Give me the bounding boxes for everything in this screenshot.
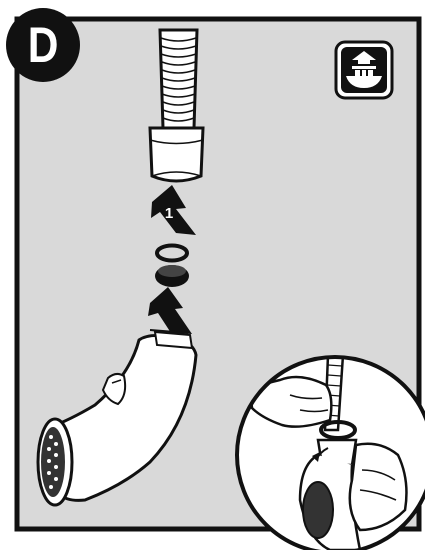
install-icon: [336, 42, 392, 98]
hose-nut: [150, 128, 203, 181]
detail-inset: [237, 355, 425, 550]
arrow-number: 1: [165, 205, 173, 222]
hose: [160, 30, 197, 128]
hand-lower: [350, 444, 407, 530]
step-letter: D: [28, 20, 59, 70]
filter-screen: [155, 265, 189, 287]
step-badge: D: [6, 8, 80, 82]
